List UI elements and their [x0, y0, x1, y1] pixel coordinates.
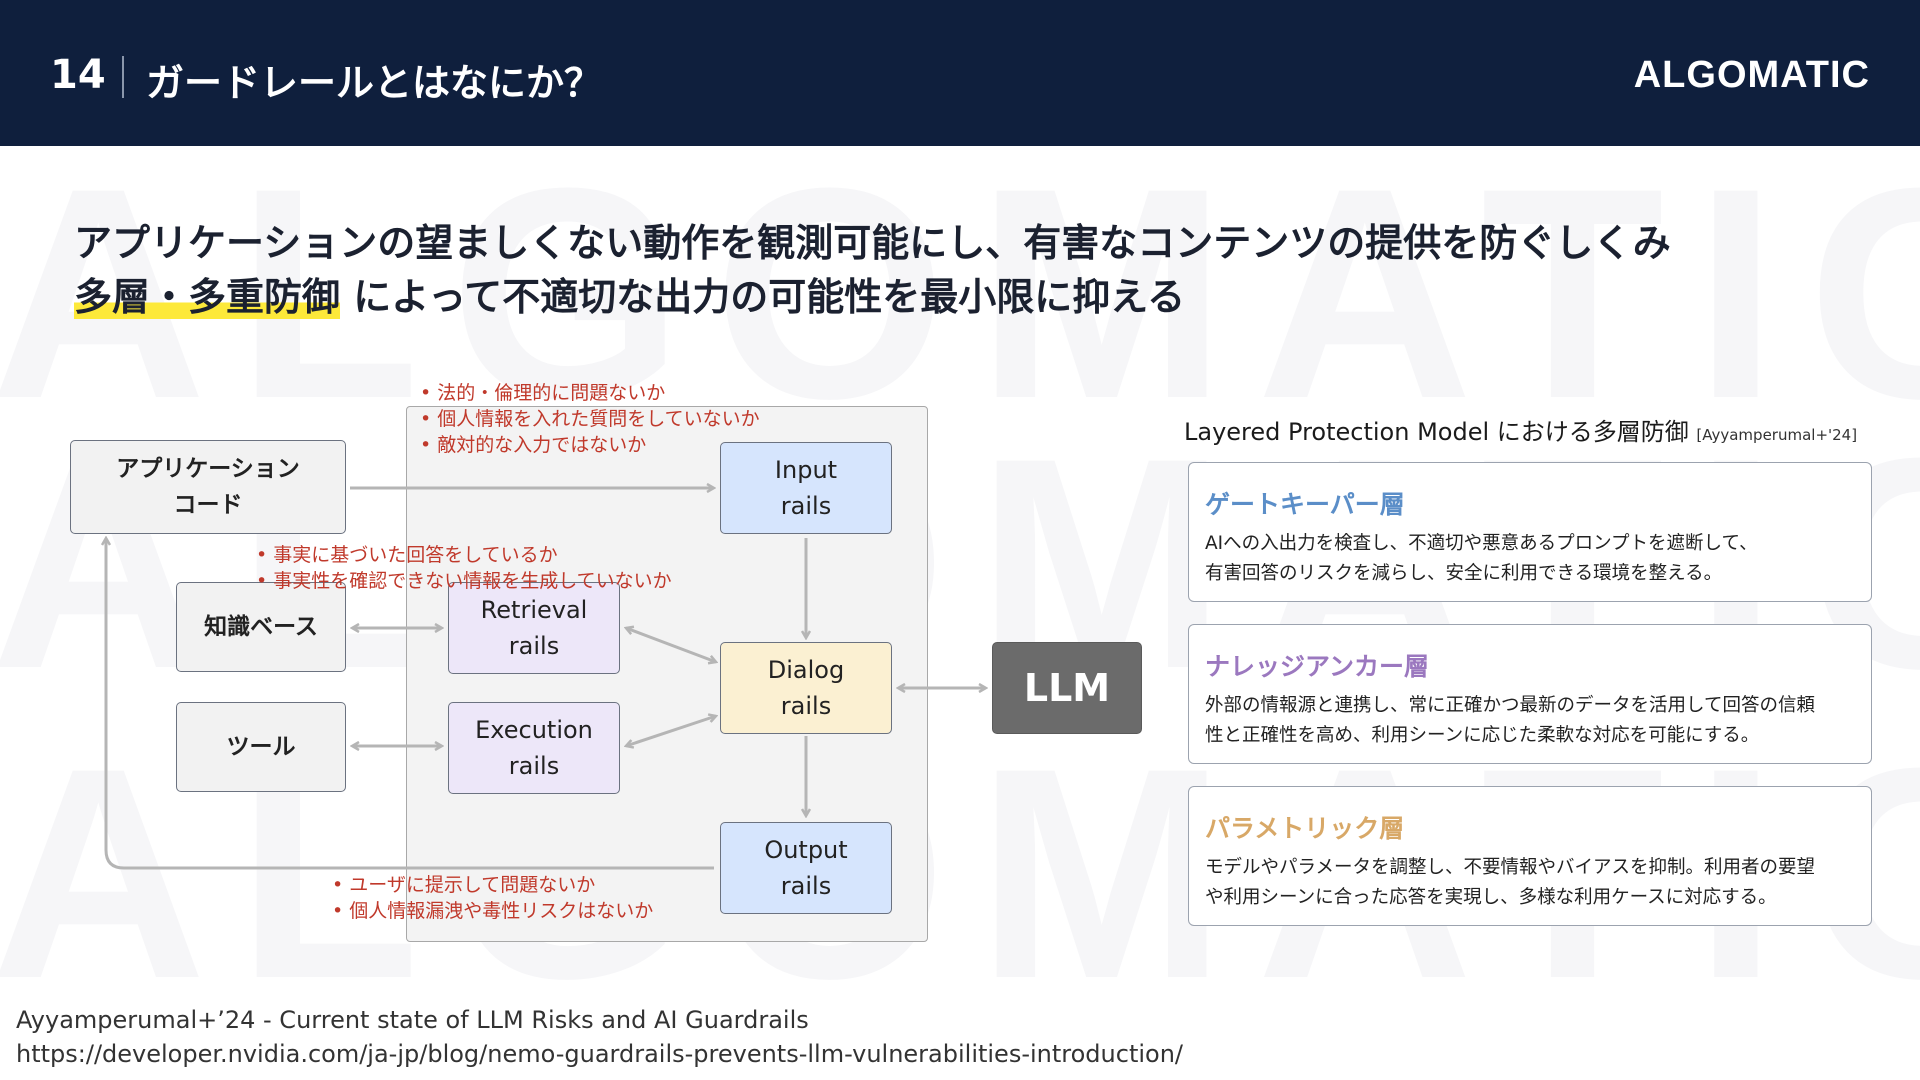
card-line: AIへの入出力を検査し、不適切や悪意あるプロンプトを遮断して、: [1205, 533, 1758, 554]
page-number: 14: [50, 52, 106, 98]
card-line: や利用シーンに合った応答を実現し、多様な利用ケースに対応する。: [1205, 887, 1777, 908]
retrieval-rails-notes: 事実に基づいた回答をしているか 事実性を確認できない情報を生成していないか: [256, 542, 672, 594]
output-rails-notes: ユーザに提示して問題ないか 個人情報漏洩や毒性リスクはないか: [332, 872, 653, 924]
arrow-execution-dialog: [626, 716, 716, 746]
gatekeeper-layer-card: ゲートキーパー層 AIへの入出力を検査し、不適切や悪意あるプロンプトを遮断して、…: [1188, 462, 1872, 602]
arrow-retrieval-dialog: [626, 628, 716, 662]
dialog-rails-node: Dialog rails: [720, 642, 892, 734]
card-body: モデルやパラメータを調整し、不要情報やバイアスを抑制。利用者の要望 や利用シーン…: [1205, 853, 1855, 913]
headline-line-1: アプリケーションの望ましくない動作を観測可能にし、有害なコンテンツの提供を防ぐし…: [74, 221, 1671, 265]
execution-rails-node: Execution rails: [448, 702, 620, 794]
headline-line-2: 多層・多重防御 によって不適切な出力の可能性を最小限に抑える: [74, 266, 1185, 321]
note-item: 事実に基づいた回答をしているか: [256, 542, 672, 568]
card-title: ナレッジアンカー層: [1205, 652, 1430, 681]
card-line: 有害回答のリスクを減らし、安全に利用できる環境を整える。: [1205, 563, 1723, 584]
input-rails-notes: 法的・倫理的に問題ないか 個人情報を入れた質問をしていないか 敵対的な入力ではな…: [420, 380, 760, 458]
model-title-text: Layered Protection Model における多層防御: [1184, 418, 1689, 446]
app-code-node: アプリケーション コード: [70, 440, 346, 534]
card-title: ゲートキーパー層: [1205, 490, 1405, 519]
arrow-output-to-app: [106, 538, 714, 870]
retrieval-rails-node: Retrieval rails: [448, 582, 620, 674]
page-title: ガードレールとはなにか？: [146, 61, 603, 105]
note-item: 個人情報を入れた質問をしていないか: [420, 406, 759, 432]
footer-url[interactable]: https://developer.nvidia.com/ja-jp/blog/…: [16, 1040, 1183, 1068]
card-line: モデルやパラメータを調整し、不要情報やバイアスを抑制。利用者の要望: [1205, 857, 1815, 878]
knowledge-base-node: 知識ベース: [176, 582, 346, 672]
llm-node: LLM: [992, 642, 1142, 734]
knowledge-anchor-layer-card: ナレッジアンカー層 外部の情報源と連携し、常に正確かつ最新のデータを活用して回答…: [1188, 624, 1872, 764]
output-rails-node: Output rails: [720, 822, 892, 914]
card-line: 性と正確性を高め、利用シーンに応じた柔軟な対応を可能にする。: [1205, 725, 1760, 746]
note-item: 個人情報漏洩や毒性リスクはないか: [332, 898, 653, 924]
note-item: ユーザに提示して問題ないか: [332, 872, 653, 898]
card-title: パラメトリック層: [1205, 814, 1405, 843]
card-body: AIへの入出力を検査し、不適切や悪意あるプロンプトを遮断して、 有害回答のリスク…: [1205, 529, 1855, 589]
header-bar: 14 ガードレールとはなにか？ ALGOMATIC: [0, 0, 1920, 146]
model-title: Layered Protection Model における多層防御 [Ayyam…: [1184, 412, 1857, 447]
footer-reference: Ayyamperumal+’24 - Current state of LLM …: [16, 1006, 809, 1034]
headline-line-2-rest: によって不適切な出力の可能性を最小限に抑える: [353, 275, 1186, 319]
model-citation: [Ayyamperumal+'24]: [1696, 426, 1858, 444]
card-line: 外部の情報源と連携し、常に正確かつ最新のデータを活用して回答の信頼: [1205, 695, 1815, 716]
parametric-layer-card: パラメトリック層 モデルやパラメータを調整し、不要情報やバイアスを抑制。利用者の…: [1188, 786, 1872, 926]
card-body: 外部の情報源と連携し、常に正確かつ最新のデータを活用して回答の信頼 性と正確性を…: [1205, 691, 1855, 751]
note-item: 事実性を確認できない情報を生成していないか: [256, 568, 671, 594]
header-divider: [122, 56, 124, 98]
note-item: 法的・倫理的に問題ないか: [420, 380, 760, 406]
headline-highlight: 多層・多重防御: [74, 275, 341, 319]
brand-logo: ALGOMATIC: [1633, 54, 1870, 96]
note-item: 敵対的な入力ではないか: [420, 432, 760, 458]
tool-node: ツール: [176, 702, 346, 792]
